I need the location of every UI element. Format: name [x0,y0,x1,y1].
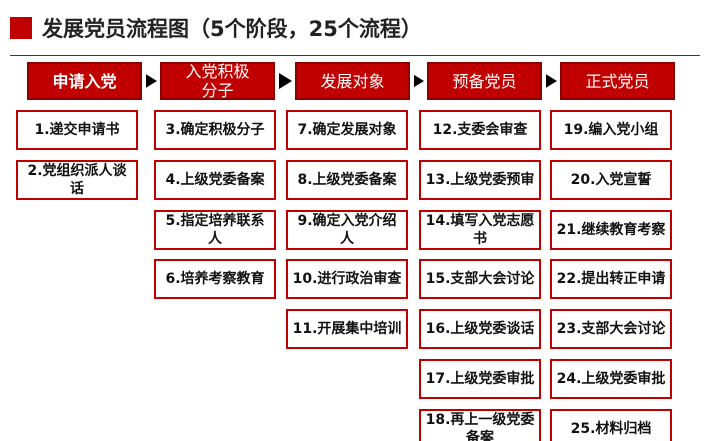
step-text: 19.编入党小组 [563,122,659,138]
stage-label: 预备党员 [452,71,517,91]
step-text: 4.上级党委备案 [165,171,265,188]
stage-3: 发展对象 [295,62,410,100]
step-text: 15.支部大会讨论 [425,271,535,288]
right-arrow-icon [146,72,157,90]
step-text: 12.支委会审查 [432,122,528,138]
step-text: 3.确定积极分子 [165,122,265,138]
step-text: 13.上级党委预审 [425,171,535,188]
header: 发展党员流程图（5个阶段，25个流程） [10,14,700,56]
step-box: 13.上级党委预审 [419,159,541,200]
step-box: 9.确定入党介绍人 [286,209,408,250]
step-box: 1.递交申请书 [16,110,138,150]
step-text: 10.进行政治审查 [292,271,402,288]
stage-5: 正式党员 [560,62,675,100]
step-text: 17.上级党委审批 [425,371,535,387]
step-text: 21.继续教育考察 [556,221,666,238]
step-text: 25.材料归档 [570,420,652,437]
step-box: 3.确定积极分子 [154,110,276,150]
step-box: 25.材料归档 [550,408,672,441]
step-text: 18.再上一级党委备案 [425,411,535,441]
right-arrow-icon [279,72,292,90]
step-box: 2.党组织派人谈话 [16,159,138,200]
right-arrow-icon [414,72,424,90]
step-text: 9.确定入党介绍人 [297,212,397,247]
step-box: 5.指定培养联系人 [154,209,276,250]
right-arrow-icon [546,72,557,90]
step-box: 8.上级党委备案 [286,159,408,200]
step-text: 6.培养考察教育 [165,271,265,288]
step-box: 14.填写入党志愿书 [419,209,541,250]
step-box: 18.再上一级党委备案 [419,408,541,441]
step-box: 17.上级党委审批 [419,359,541,399]
step-text: 1.递交申请书 [34,122,120,138]
title-divider [10,55,700,56]
step-box: 20.入党宣誓 [550,159,672,200]
stage-1: 申请入党 [27,62,142,100]
stage-4: 预备党员 [427,62,542,100]
stage-label: 入党积极分子 [185,62,250,100]
step-box: 19.编入党小组 [550,110,672,150]
step-text: 14.填写入党志愿书 [425,212,535,247]
step-box: 15.支部大会讨论 [419,259,541,300]
stage-label: 申请入党 [52,71,117,91]
step-box: 12.支委会审查 [419,110,541,150]
step-box: 21.继续教育考察 [550,209,672,250]
step-box: 11.开展集中培训 [286,309,408,350]
title-marker-icon [10,17,32,39]
step-box: 16.上级党委谈话 [419,309,541,350]
stage-2: 入党积极分子 [160,62,275,100]
step-text: 7.确定发展对象 [297,122,397,138]
step-box: 7.确定发展对象 [286,110,408,150]
step-box: 10.进行政治审查 [286,259,408,300]
step-text: 8.上级党委备案 [297,171,397,188]
step-text: 16.上级党委谈话 [425,321,535,338]
stage-label: 发展对象 [320,71,385,91]
step-box: 4.上级党委备案 [154,159,276,200]
step-box: 24.上级党委审批 [550,359,672,399]
step-text: 24.上级党委审批 [556,371,666,387]
step-text: 11.开展集中培训 [292,321,402,338]
step-box: 23.支部大会讨论 [550,309,672,350]
page-title: 发展党员流程图（5个阶段，25个流程） [42,17,422,41]
step-box: 6.培养考察教育 [154,259,276,300]
step-text: 22.提出转正申请 [556,271,666,288]
step-text: 20.入党宣誓 [570,171,652,188]
step-box: 22.提出转正申请 [550,259,672,300]
step-text: 23.支部大会讨论 [556,321,666,338]
stage-label: 正式党员 [585,71,650,91]
step-text: 2.党组织派人谈话 [27,162,127,197]
step-text: 5.指定培养联系人 [165,212,265,247]
